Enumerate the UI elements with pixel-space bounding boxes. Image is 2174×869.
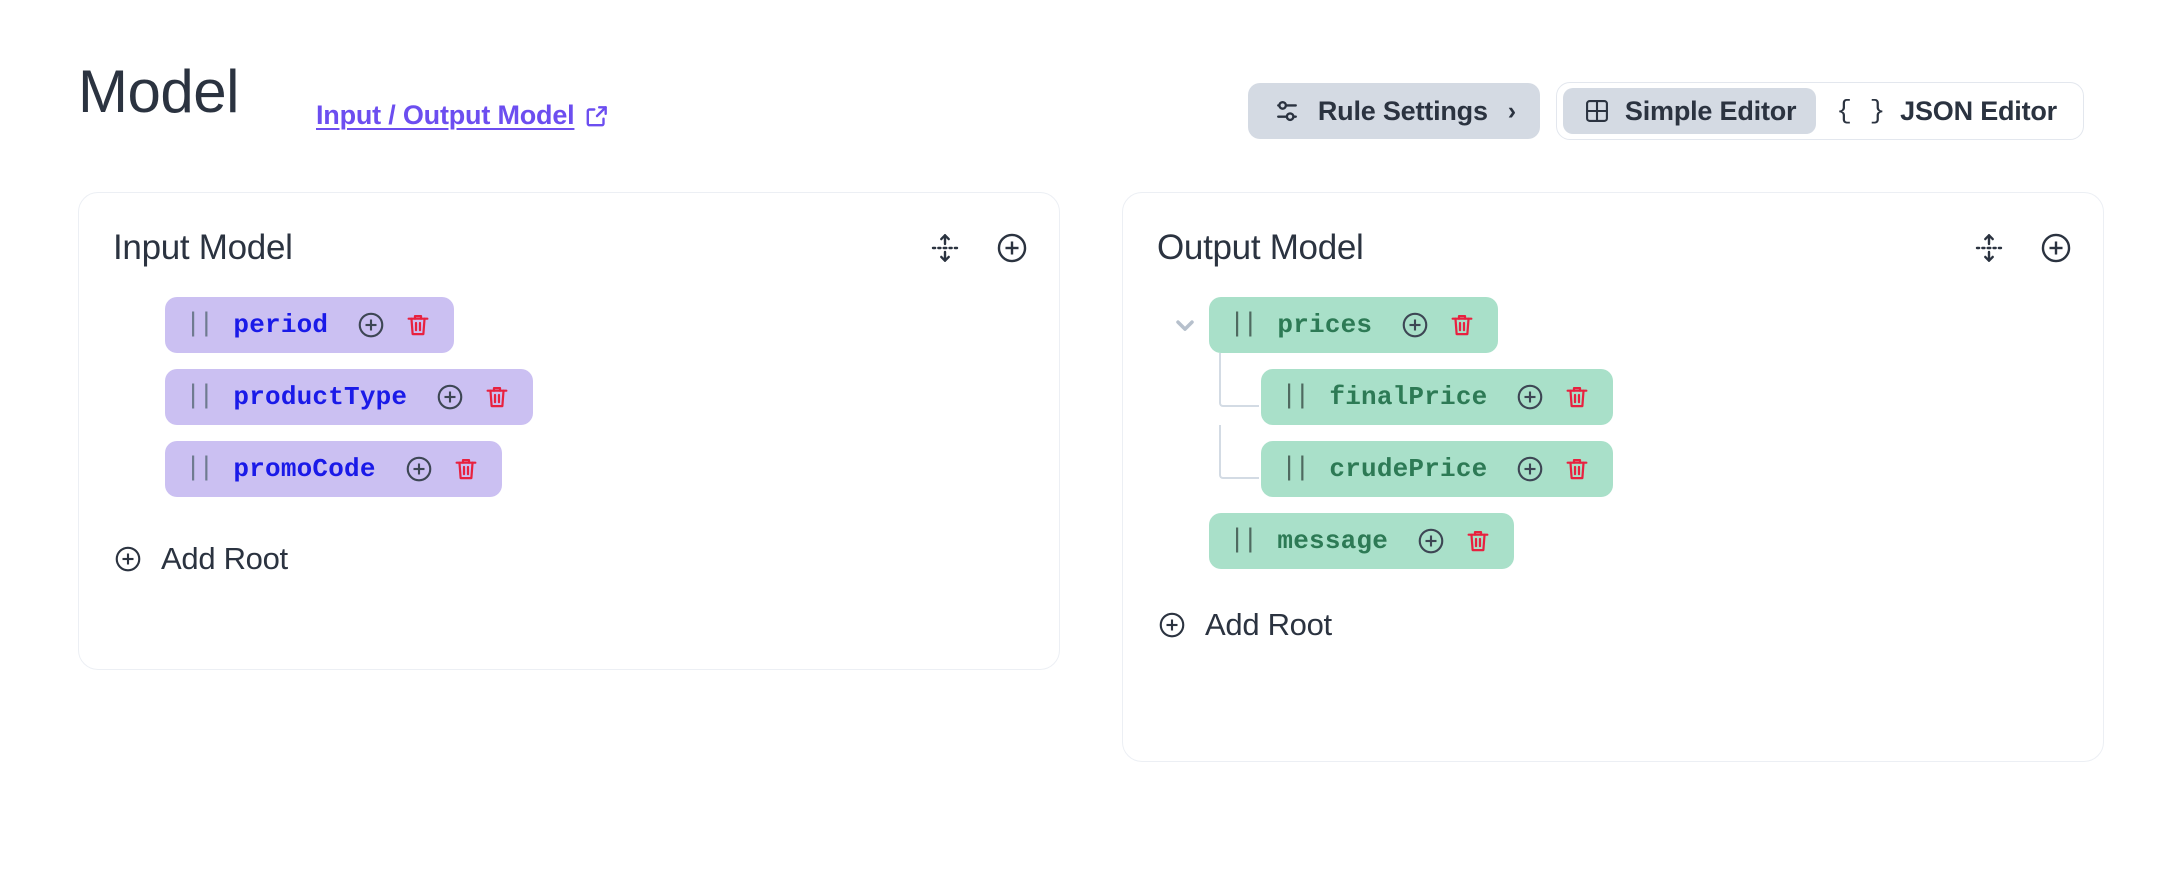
drag-handle-icon[interactable]: || [1281, 381, 1310, 412]
model-field-label: prices [1277, 310, 1373, 340]
output-model-panel-header: Output Model [1157, 223, 2073, 273]
tab-simple-editor[interactable]: Simple Editor [1562, 88, 1817, 134]
drag-handle-icon[interactable]: || [185, 309, 214, 340]
model-field-chip[interactable]: || prices [1209, 297, 1499, 353]
model-field-label: productType [233, 382, 408, 412]
add-root-label: Add Root [161, 541, 288, 576]
add-circle-icon[interactable] [435, 382, 465, 412]
add-circle-icon[interactable] [356, 310, 386, 340]
add-circle-icon[interactable] [404, 454, 434, 484]
tree-node-row: || promoCode [113, 441, 1035, 497]
input-model-panel: Input Model [78, 192, 1060, 670]
delete-icon[interactable] [1464, 527, 1492, 555]
chip-actions [404, 454, 480, 484]
model-field-chip[interactable]: || finalPrice [1261, 369, 1614, 425]
tab-json-editor-label: JSON Editor [1900, 95, 2057, 126]
add-icon[interactable] [2039, 231, 2073, 265]
output-model-header-actions [1973, 231, 2073, 265]
top-controls: Rule Settings › Simple Editor { } JSON E… [1247, 82, 2084, 140]
expand-collapse-icon[interactable] [929, 232, 961, 264]
external-link-icon [584, 103, 610, 129]
add-root-button[interactable]: Add Root [1157, 607, 1332, 643]
input-model-tree: || period [113, 297, 1035, 513]
delete-icon[interactable] [1563, 455, 1591, 483]
drag-handle-icon[interactable]: || [185, 453, 214, 484]
chip-actions [356, 310, 432, 340]
model-field-label: crudePrice [1329, 454, 1488, 484]
tree-node-row: || finalPrice [1157, 369, 2079, 425]
drag-handle-icon[interactable]: || [1229, 525, 1258, 556]
chip-actions [1400, 310, 1476, 340]
rule-settings-label: Rule Settings [1317, 95, 1488, 126]
input-output-model-link[interactable]: Input / Output Model [316, 100, 610, 131]
tree-node-row: || period [113, 297, 1035, 353]
add-root-button[interactable]: Add Root [113, 541, 288, 577]
delete-icon[interactable] [1563, 383, 1591, 411]
add-circle-icon[interactable] [1515, 454, 1545, 484]
drag-handle-icon[interactable]: || [1229, 309, 1258, 340]
grid-icon [1583, 97, 1611, 125]
drag-handle-icon[interactable]: || [185, 381, 214, 412]
input-output-model-link-label: Input / Output Model [316, 100, 575, 130]
expand-collapse-icon[interactable] [1973, 232, 2005, 264]
add-icon[interactable] [995, 231, 1029, 265]
tree-node-row: || prices [1157, 297, 2079, 353]
model-field-label: message [1277, 526, 1389, 556]
output-model-title: Output Model [1157, 228, 1364, 267]
input-model-title: Input Model [113, 228, 293, 267]
delete-icon[interactable] [483, 383, 511, 411]
tree-node-row: || productType [113, 369, 1035, 425]
model-field-chip[interactable]: || promoCode [165, 441, 502, 497]
curly-braces-icon: { } [1836, 96, 1887, 126]
add-circle-icon [1157, 610, 1187, 640]
chevron-down-icon[interactable] [1171, 311, 1199, 339]
sliders-icon [1272, 96, 1302, 126]
delete-icon[interactable] [404, 311, 432, 339]
chip-actions [435, 382, 511, 412]
model-field-chip[interactable]: || productType [165, 369, 534, 425]
add-circle-icon[interactable] [1515, 382, 1545, 412]
add-root-label: Add Root [1205, 607, 1332, 642]
editor-mode-segmented-control: Simple Editor { } JSON Editor [1555, 82, 2084, 140]
add-circle-icon[interactable] [1416, 526, 1446, 556]
tree-node-row: || message [1157, 513, 2079, 569]
chip-actions [1515, 454, 1591, 484]
model-field-label: promoCode [233, 454, 376, 484]
model-field-label: finalPrice [1329, 382, 1488, 412]
input-model-header-actions [929, 231, 1029, 265]
model-field-chip[interactable]: || message [1209, 513, 1515, 569]
rule-settings-button[interactable]: Rule Settings › [1247, 83, 1540, 139]
delete-icon[interactable] [452, 455, 480, 483]
tab-simple-editor-label: Simple Editor [1624, 95, 1797, 126]
chevron-right-icon: › [1507, 96, 1516, 125]
page-header: Model Input / Output Model [0, 0, 2174, 170]
tab-json-editor[interactable]: { } JSON Editor [1816, 88, 2077, 134]
drag-handle-icon[interactable]: || [1281, 453, 1310, 484]
output-model-tree: || prices [1157, 297, 2079, 585]
model-field-chip[interactable]: || crudePrice [1261, 441, 1614, 497]
output-model-panel: Output Model [1122, 192, 2104, 762]
tree-node-row: || crudePrice [1157, 441, 2079, 497]
input-model-panel-header: Input Model [113, 223, 1029, 273]
chip-actions [1515, 382, 1591, 412]
add-circle-icon [113, 544, 143, 574]
page-title: Model [78, 58, 239, 125]
delete-icon[interactable] [1448, 311, 1476, 339]
model-field-chip[interactable]: || period [165, 297, 455, 353]
model-field-label: period [233, 310, 329, 340]
chip-actions [1416, 526, 1492, 556]
add-circle-icon[interactable] [1400, 310, 1430, 340]
